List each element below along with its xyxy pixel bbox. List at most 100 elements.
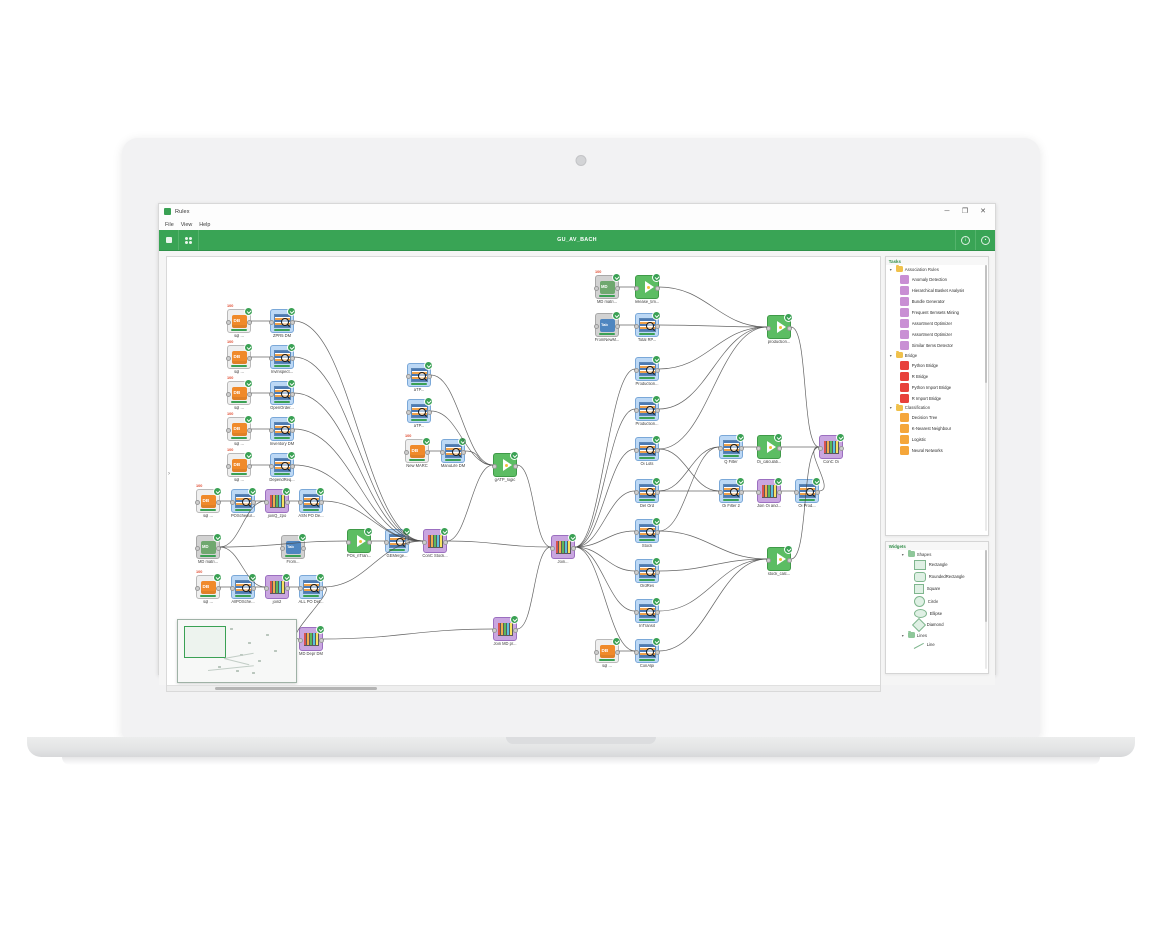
close-button[interactable]: ✕ xyxy=(980,208,986,215)
workflow-node[interactable]: 100sql ... xyxy=(226,376,253,411)
workflow-node[interactable]: ManuLife DM xyxy=(440,437,467,469)
menu-file[interactable]: File xyxy=(165,221,174,228)
node-icon[interactable]: 100 xyxy=(226,412,253,441)
workflow-node[interactable]: POSchedul... xyxy=(230,487,257,519)
workflow-node[interactable]: release_tim... xyxy=(634,273,661,305)
node-output-port[interactable] xyxy=(319,585,324,591)
grid-view-button[interactable] xyxy=(179,230,199,250)
node-input-port[interactable] xyxy=(298,585,303,591)
node-input-port[interactable] xyxy=(634,367,639,373)
workflow-node[interactable]: AllPOSche... xyxy=(230,573,257,605)
collapse-arrow-icon[interactable]: › xyxy=(168,471,170,477)
node-icon[interactable]: 100 xyxy=(226,340,253,369)
workflow-node[interactable]: Production... xyxy=(634,355,661,387)
node-input-port[interactable] xyxy=(594,285,599,291)
node-output-port[interactable] xyxy=(655,609,660,615)
chevron-down-icon[interactable]: ▾ xyxy=(901,632,904,638)
node-icon[interactable] xyxy=(634,435,661,461)
node-input-port[interactable] xyxy=(634,489,639,495)
node-input-port[interactable] xyxy=(195,585,200,591)
node-output-port[interactable] xyxy=(247,355,252,361)
node-input-port[interactable] xyxy=(195,545,200,551)
horizontal-scrollbar[interactable] xyxy=(167,685,880,691)
node-output-port[interactable] xyxy=(655,285,660,291)
workflow-node[interactable]: join2 xyxy=(264,573,291,605)
workflow-node[interactable]: sql ... xyxy=(594,637,621,669)
node-input-port[interactable] xyxy=(269,463,274,469)
widget-item[interactable]: Rectangle xyxy=(886,559,988,571)
node-input-port[interactable] xyxy=(269,319,274,325)
node-icon[interactable]: 100 xyxy=(226,376,253,405)
node-icon[interactable] xyxy=(634,395,661,421)
node-output-port[interactable] xyxy=(216,499,221,505)
node-icon[interactable] xyxy=(195,533,222,559)
node-output-port[interactable] xyxy=(615,285,620,291)
workflow-node[interactable]: InvInspect... xyxy=(269,343,296,375)
workflow-node[interactable]: stock_calc... xyxy=(766,545,793,577)
node-input-port[interactable] xyxy=(766,325,771,331)
node-input-port[interactable] xyxy=(634,609,639,615)
task-group-header[interactable]: ▾Classification xyxy=(886,403,988,413)
workflow-node[interactable]: DependReq... xyxy=(269,451,296,483)
node-input-port[interactable] xyxy=(492,463,497,469)
node-output-port[interactable] xyxy=(247,427,252,433)
node-icon[interactable]: 100 xyxy=(594,270,621,299)
node-icon[interactable] xyxy=(269,451,296,477)
info-button[interactable]: i xyxy=(955,230,975,250)
node-icon[interactable] xyxy=(230,487,257,513)
workflow-node[interactable]: Oi Lots xyxy=(634,435,661,467)
node-input-port[interactable] xyxy=(226,427,231,433)
minimap-viewport[interactable] xyxy=(184,626,226,658)
node-input-port[interactable] xyxy=(634,649,639,655)
workflow-node[interactable]: Oi Filter 2 xyxy=(718,477,745,509)
node-output-port[interactable] xyxy=(777,445,782,451)
node-icon[interactable]: 100 xyxy=(195,484,222,513)
node-output-port[interactable] xyxy=(655,407,660,413)
task-item[interactable]: Python Bridge xyxy=(886,360,988,371)
node-output-port[interactable] xyxy=(427,409,432,415)
node-input-port[interactable] xyxy=(226,391,231,397)
workflow-node[interactable]: ALL PO Det... xyxy=(298,573,325,605)
minimap[interactable] xyxy=(177,619,297,683)
node-input-port[interactable] xyxy=(404,449,409,455)
node-input-port[interactable] xyxy=(794,489,799,495)
node-icon[interactable]: 100 xyxy=(226,448,253,477)
node-icon[interactable] xyxy=(634,637,661,663)
node-input-port[interactable] xyxy=(492,627,497,633)
node-input-port[interactable] xyxy=(269,427,274,433)
node-input-port[interactable] xyxy=(230,585,235,591)
workflow-node[interactable]: OpenOrder... xyxy=(269,379,296,411)
node-input-port[interactable] xyxy=(298,637,303,643)
node-input-port[interactable] xyxy=(280,545,285,551)
workflow-node[interactable]: 100sql ... xyxy=(195,570,222,605)
node-output-port[interactable] xyxy=(290,355,295,361)
workflow-node[interactable]: 100sql ... xyxy=(226,412,253,447)
workflow-node[interactable]: Join... xyxy=(550,533,577,565)
node-input-port[interactable] xyxy=(226,355,231,361)
node-icon[interactable] xyxy=(346,527,373,553)
workflow-node[interactable]: Inventory DM xyxy=(269,415,296,447)
node-output-port[interactable] xyxy=(290,391,295,397)
node-output-port[interactable] xyxy=(571,545,576,551)
workflow-node[interactable]: ZPR5 DM xyxy=(269,307,296,339)
node-output-port[interactable] xyxy=(777,489,782,495)
node-icon[interactable] xyxy=(406,361,433,387)
node-icon[interactable] xyxy=(298,573,325,599)
node-input-port[interactable] xyxy=(440,449,445,455)
node-output-port[interactable] xyxy=(443,539,448,545)
node-input-port[interactable] xyxy=(594,323,599,329)
task-item[interactable]: K-Nearest Neighbour xyxy=(886,423,988,434)
node-icon[interactable]: 100 xyxy=(404,434,431,463)
node-icon[interactable] xyxy=(280,533,307,559)
node-output-port[interactable] xyxy=(739,445,744,451)
node-input-port[interactable] xyxy=(818,445,823,451)
node-output-port[interactable] xyxy=(615,649,620,655)
node-input-port[interactable] xyxy=(422,539,427,545)
workflow-node[interactable]: gATP_logic xyxy=(492,451,519,483)
node-icon[interactable] xyxy=(230,573,257,599)
node-icon[interactable] xyxy=(794,477,821,503)
chevron-down-icon[interactable]: ▾ xyxy=(889,405,892,411)
